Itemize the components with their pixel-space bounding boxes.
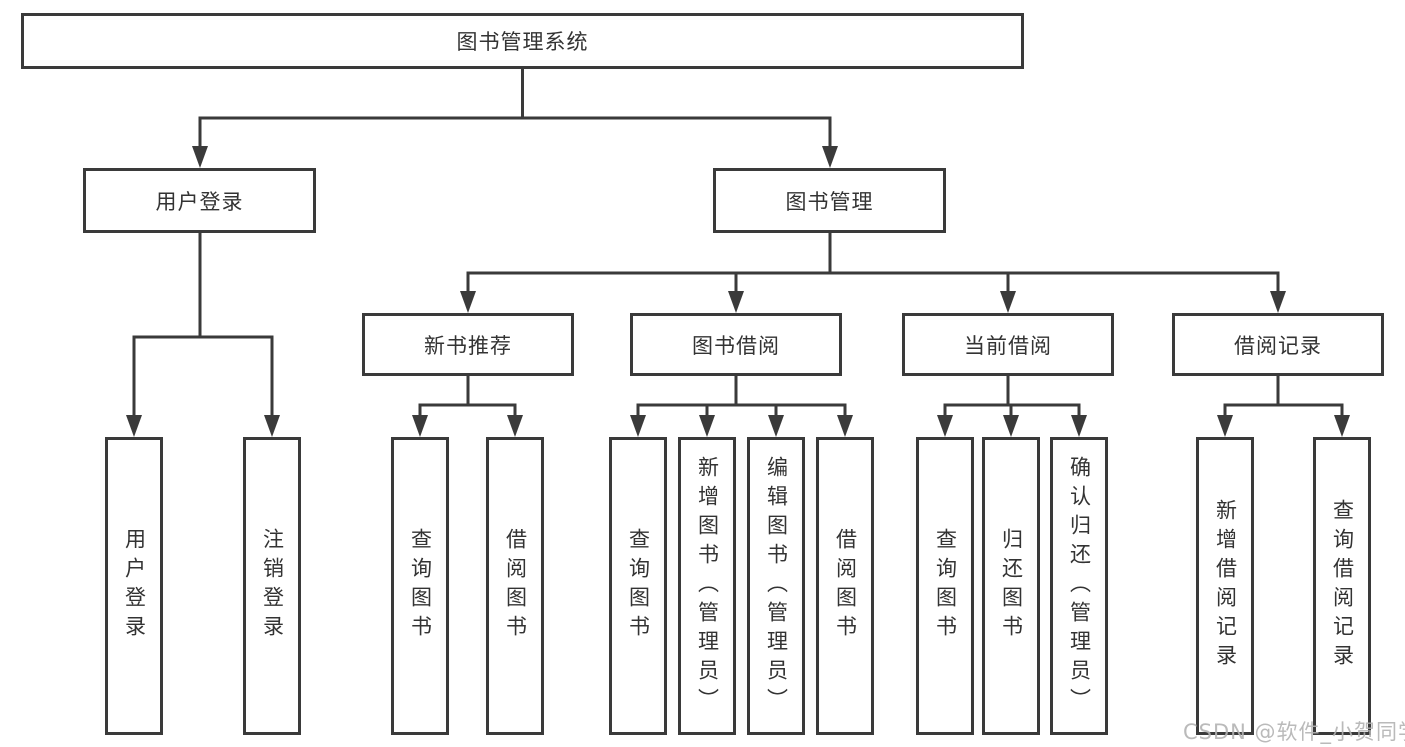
node-book-management-branch: 图书管理	[713, 168, 946, 233]
node-label: 查询图书	[933, 528, 958, 644]
watermark: CSDN @软件_小贺同学	[1183, 720, 1405, 744]
node-borrowing-records: 借阅记录	[1172, 313, 1384, 376]
node-label: 归还图书	[999, 528, 1024, 644]
node-label: 图书管理系统	[456, 30, 589, 54]
node-label: 借阅图书	[503, 528, 528, 644]
node-user-login-branch: 用户登录	[83, 168, 316, 233]
node-book-borrowing: 图书借阅	[630, 313, 842, 376]
leaf-recommend-query-books: 查询图书	[391, 437, 449, 735]
node-label: 用户登录	[155, 189, 244, 214]
node-library-management-system: 图书管理系统	[21, 13, 1024, 69]
leaf-add-borrow-record: 新增借阅记录	[1196, 437, 1254, 735]
node-label: 图书借阅	[692, 333, 780, 358]
node-label: 图书管理	[785, 189, 874, 214]
node-label: 确认归还（管理员）	[1067, 455, 1092, 717]
leaf-current-query-books: 查询图书	[916, 437, 974, 735]
leaf-return-books: 归还图书	[982, 437, 1040, 735]
node-label: 查询图书	[408, 528, 433, 644]
node-label: 注销登录	[260, 528, 285, 644]
node-label: 当前借阅	[964, 333, 1052, 358]
leaf-user-login: 用户登录	[105, 437, 163, 735]
node-label: 借阅图书	[833, 528, 858, 644]
node-label: 新增借阅记录	[1213, 499, 1238, 673]
leaf-borrow-books: 借阅图书	[816, 437, 874, 735]
node-label: 新增图书（管理员）	[695, 455, 720, 717]
node-label: 编辑图书（管理员）	[764, 455, 789, 717]
node-label: 用户登录	[122, 528, 147, 644]
node-label: 查询图书	[626, 528, 651, 644]
node-label: 查询借阅记录	[1330, 499, 1355, 673]
leaf-logout: 注销登录	[243, 437, 301, 735]
node-label: 新书推荐	[424, 333, 512, 358]
node-label: 借阅记录	[1234, 333, 1322, 358]
node-new-book-recommend: 新书推荐	[362, 313, 574, 376]
leaf-recommend-borrow-books: 借阅图书	[486, 437, 544, 735]
node-current-borrowing: 当前借阅	[902, 313, 1114, 376]
leaf-confirm-return-admin: 确认归还（管理员）	[1050, 437, 1108, 735]
leaf-borrow-query-books: 查询图书	[609, 437, 667, 735]
leaf-query-borrow-record: 查询借阅记录	[1313, 437, 1371, 735]
leaf-edit-books-admin: 编辑图书（管理员）	[747, 437, 805, 735]
leaf-add-books-admin: 新增图书（管理员）	[678, 437, 736, 735]
